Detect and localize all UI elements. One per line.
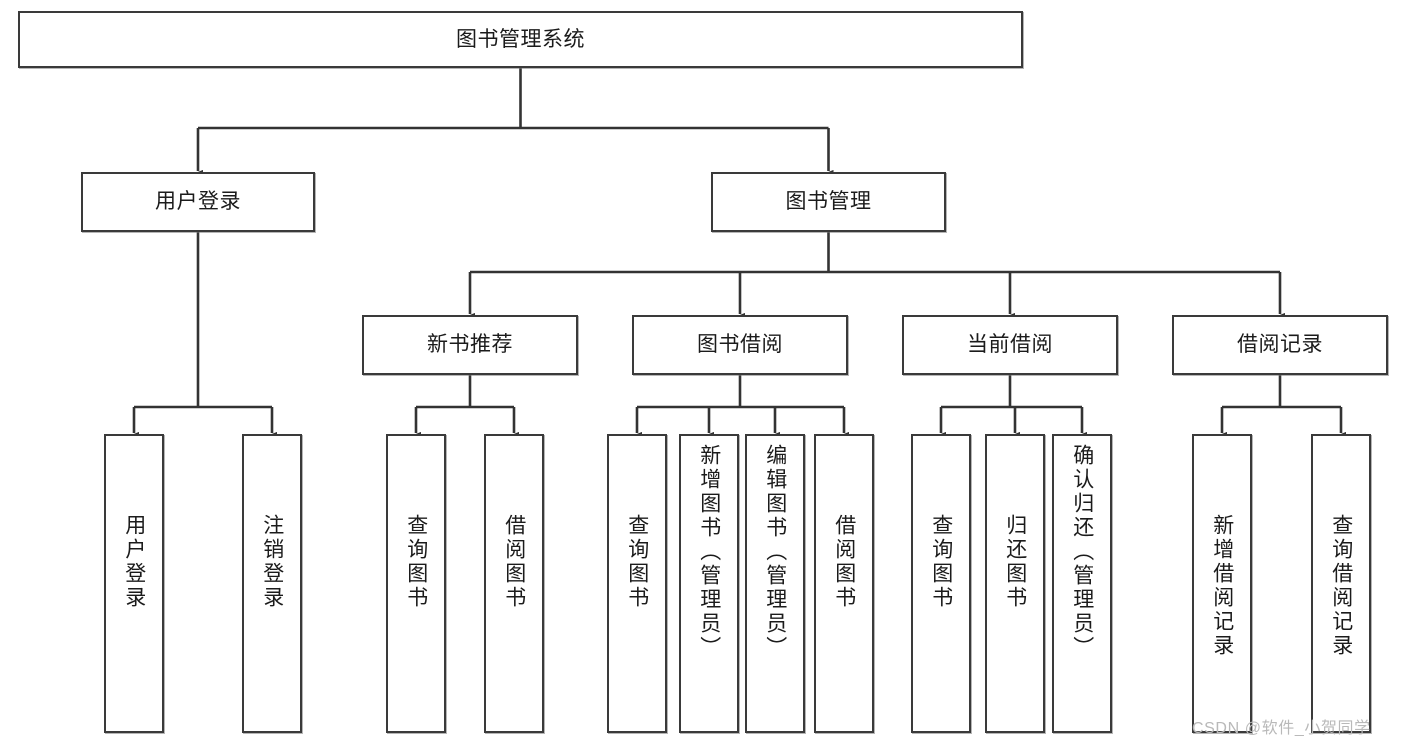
node-user-login[interactable]: 用户登录 [81,172,315,232]
connector-paths [128,68,1347,441]
node-leaf-add-record[interactable]: 新增借阅记录 [1192,434,1252,733]
node-leaf-query-book-1[interactable]: 查询图书 [386,434,446,733]
node-leaf-query-book-2[interactable]: 查询图书 [607,434,667,733]
node-leaf-user-login[interactable]: 用户登录 [104,434,164,733]
node-label: 借阅图书 [502,514,526,610]
node-label: 当前借阅 [967,333,1053,357]
node-label: 查询借阅记录 [1329,514,1353,658]
node-label: 查询图书 [929,514,953,610]
node-label: 图书管理 [785,190,872,214]
node-label: 查询图书 [625,514,649,610]
node-label: 用户登录 [122,514,146,610]
node-label: 用户登录 [155,190,241,214]
node-label: 查询图书 [404,514,428,610]
node-leaf-query-book-3[interactable]: 查询图书 [911,434,971,733]
node-current-borrow[interactable]: 当前借阅 [902,315,1118,375]
node-borrow-record[interactable]: 借阅记录 [1172,315,1388,375]
node-label: 注销登录 [260,514,284,610]
node-new-book-rec[interactable]: 新书推荐 [362,315,578,375]
node-book-manage[interactable]: 图书管理 [711,172,946,232]
node-book-borrow[interactable]: 图书借阅 [632,315,848,375]
node-label: 编辑图书（管理员） [763,444,787,660]
node-leaf-add-book[interactable]: 新增图书（管理员） [679,434,739,733]
node-label: 借阅图书 [832,514,856,610]
node-leaf-edit-book[interactable]: 编辑图书（管理员） [745,434,805,733]
node-label: 新增图书（管理员） [697,444,721,660]
node-label: 新增借阅记录 [1210,514,1234,658]
node-leaf-borrow-book-1[interactable]: 借阅图书 [484,434,544,733]
node-leaf-query-record[interactable]: 查询借阅记录 [1311,434,1371,733]
node-leaf-borrow-book-2[interactable]: 借阅图书 [814,434,874,733]
node-label: 新书推荐 [427,333,513,357]
node-label: 图书借阅 [697,333,783,357]
node-label: 归还图书 [1003,514,1027,610]
node-label: 图书管理系统 [456,27,585,51]
node-label: 借阅记录 [1237,333,1323,357]
node-label: 确认归还（管理员） [1070,444,1094,660]
node-leaf-return-book[interactable]: 归还图书 [985,434,1045,733]
csdn-watermark: CSDN @软件_小贺同学 [1192,720,1371,737]
node-leaf-logout[interactable]: 注销登录 [242,434,302,733]
node-root[interactable]: 图书管理系统 [18,11,1023,68]
node-leaf-confirm-return[interactable]: 确认归还（管理员） [1052,434,1112,733]
